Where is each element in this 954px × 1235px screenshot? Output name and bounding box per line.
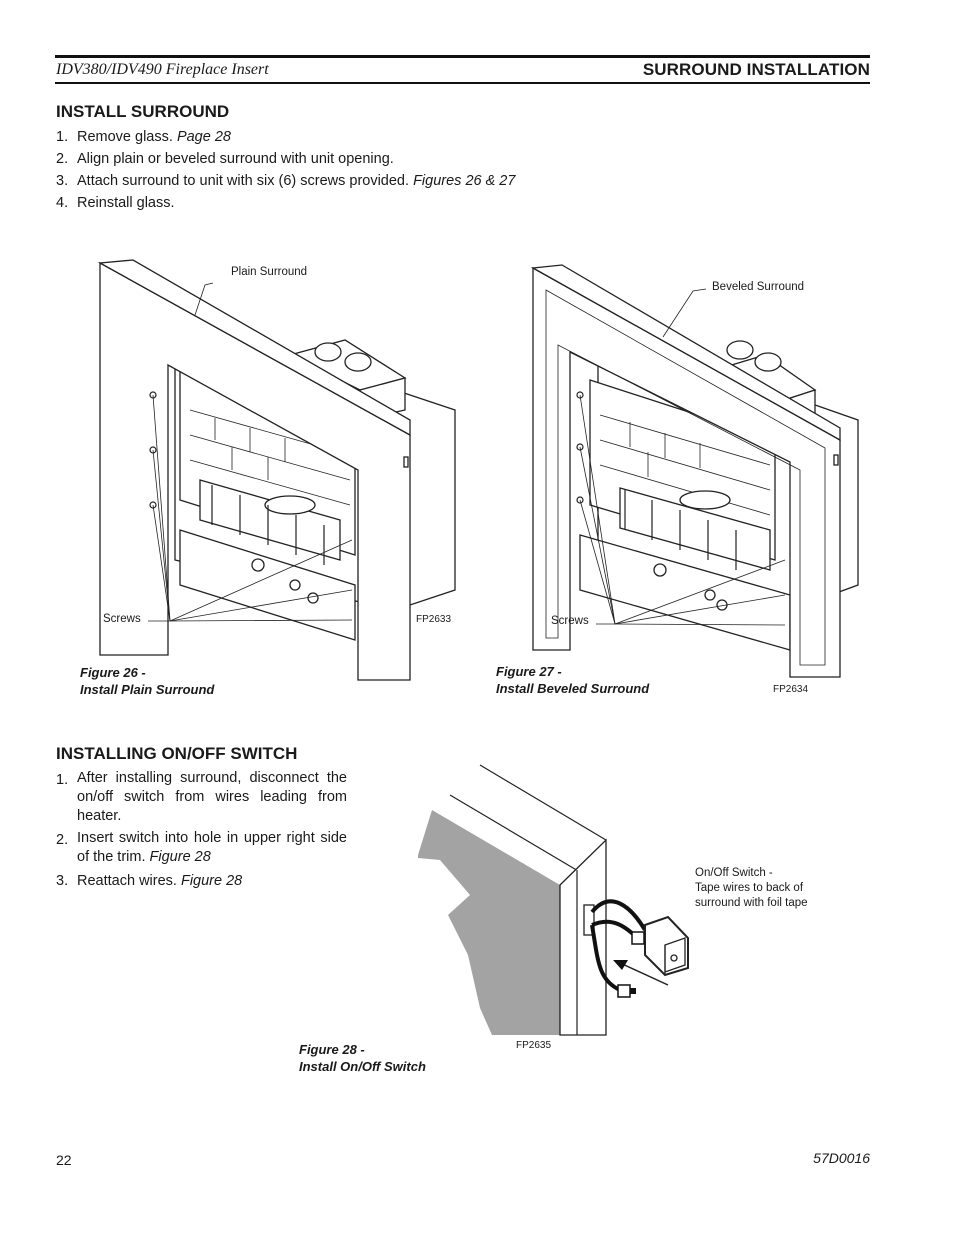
- header-rule-top: [55, 55, 870, 58]
- installing-switch-steps: 1.After installing surround, disconnect …: [56, 769, 347, 892]
- figure-28-caption: Figure 28 - Install On/Off Switch: [299, 1042, 426, 1074]
- figure-27-caption: Figure 27 - Install Beveled Surround: [496, 664, 650, 696]
- list-item: 4.Reinstall glass.: [56, 195, 175, 211]
- installing-switch-heading: INSTALLING ON/OFF SWITCH: [56, 744, 298, 763]
- list-item: 3.Attach surround to unit with six (6) s…: [56, 173, 516, 189]
- list-item: 2.Insert switch into hole in upper right…: [56, 830, 347, 865]
- document-code: 57D0016: [813, 1150, 870, 1166]
- figure-28-code: FP2635: [516, 1040, 552, 1051]
- on-off-switch-label: On/Off Switch - Tape wires to back of su…: [695, 867, 808, 909]
- list-item: 2.Align plain or beveled surround with u…: [56, 151, 394, 167]
- list-item: 3.Reattach wires. Figure 28: [56, 873, 243, 889]
- plain-surround-label: Plain Surround: [231, 266, 308, 278]
- list-item: 1.Remove glass. Page 28: [56, 129, 231, 145]
- install-surround-heading: INSTALL SURROUND: [56, 102, 230, 121]
- page-number: 22: [56, 1152, 72, 1168]
- list-item: 1.After installing surround, disconnect …: [56, 770, 347, 824]
- screws-label: Screws: [551, 615, 589, 627]
- screws-label: Screws: [103, 613, 141, 625]
- figure-27-code: FP2634: [773, 684, 809, 695]
- figure-28-drawing: [418, 764, 689, 1036]
- header-rule-bottom: [55, 82, 870, 84]
- beveled-surround-label: Beveled Surround: [712, 281, 805, 293]
- install-surround-steps: 1.Remove glass. Page 28 2.Align plain or…: [56, 126, 616, 214]
- section-title: SURROUND INSTALLATION: [642, 60, 870, 79]
- figure-26-caption: Figure 26 - Install Plain Surround: [80, 665, 215, 697]
- document-title: IDV380/IDV490 Fireplace Insert: [56, 61, 269, 78]
- figure-26-code: FP2633: [416, 614, 452, 625]
